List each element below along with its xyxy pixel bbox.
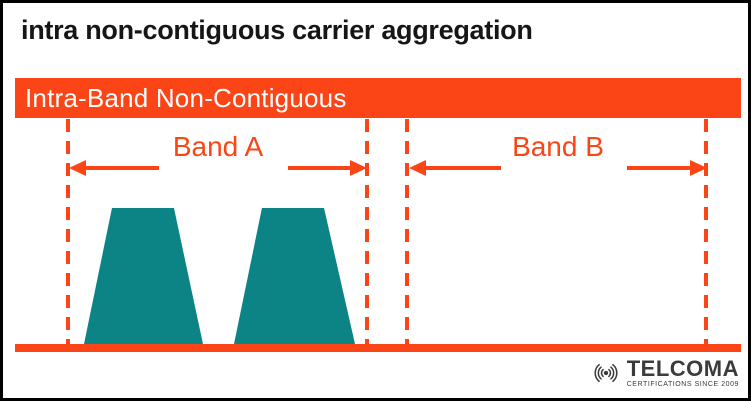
band-a-end-dashed-line <box>365 119 369 345</box>
telcoma-logo: TELCOMA CERTIFICATIONS SINCE 2009 <box>588 358 739 388</box>
page-title: intra non-contiguous carrier aggregation <box>21 15 533 45</box>
section-banner: Intra-Band Non-Contiguous <box>15 78 741 118</box>
band-b-left-arrow-icon <box>409 160 501 176</box>
section-banner-label: Intra-Band Non-Contiguous <box>25 82 347 113</box>
band-b-start-dashed-line <box>405 119 409 345</box>
band-b-left-arrow-shaft <box>422 166 501 170</box>
logo-tagline: CERTIFICATIONS SINCE 2009 <box>626 381 739 388</box>
carrier-trapezoid-2 <box>234 208 355 344</box>
band-a-left-arrow-shaft <box>82 166 159 170</box>
band-a-start-dashed-line <box>66 119 70 345</box>
band-a-right-arrow-shaft <box>288 166 354 170</box>
frequency-axis-baseline <box>15 344 741 352</box>
logo-brand-name: TELCOMA <box>626 356 739 381</box>
band-b-right-arrow-shaft <box>627 166 694 170</box>
band-b-end-dashed-line <box>704 119 708 345</box>
band-a-right-arrow-icon <box>288 160 367 176</box>
band-b-label: Band B <box>512 131 604 162</box>
band-a-label: Band A <box>172 131 264 162</box>
logo-text-block: TELCOMA CERTIFICATIONS SINCE 2009 <box>626 356 739 389</box>
band-b-right-arrow-icon <box>627 160 707 176</box>
carrier-trapezoid-1 <box>84 208 203 344</box>
broadcast-signal-icon <box>594 363 618 383</box>
band-a-left-arrow-icon <box>69 160 159 176</box>
